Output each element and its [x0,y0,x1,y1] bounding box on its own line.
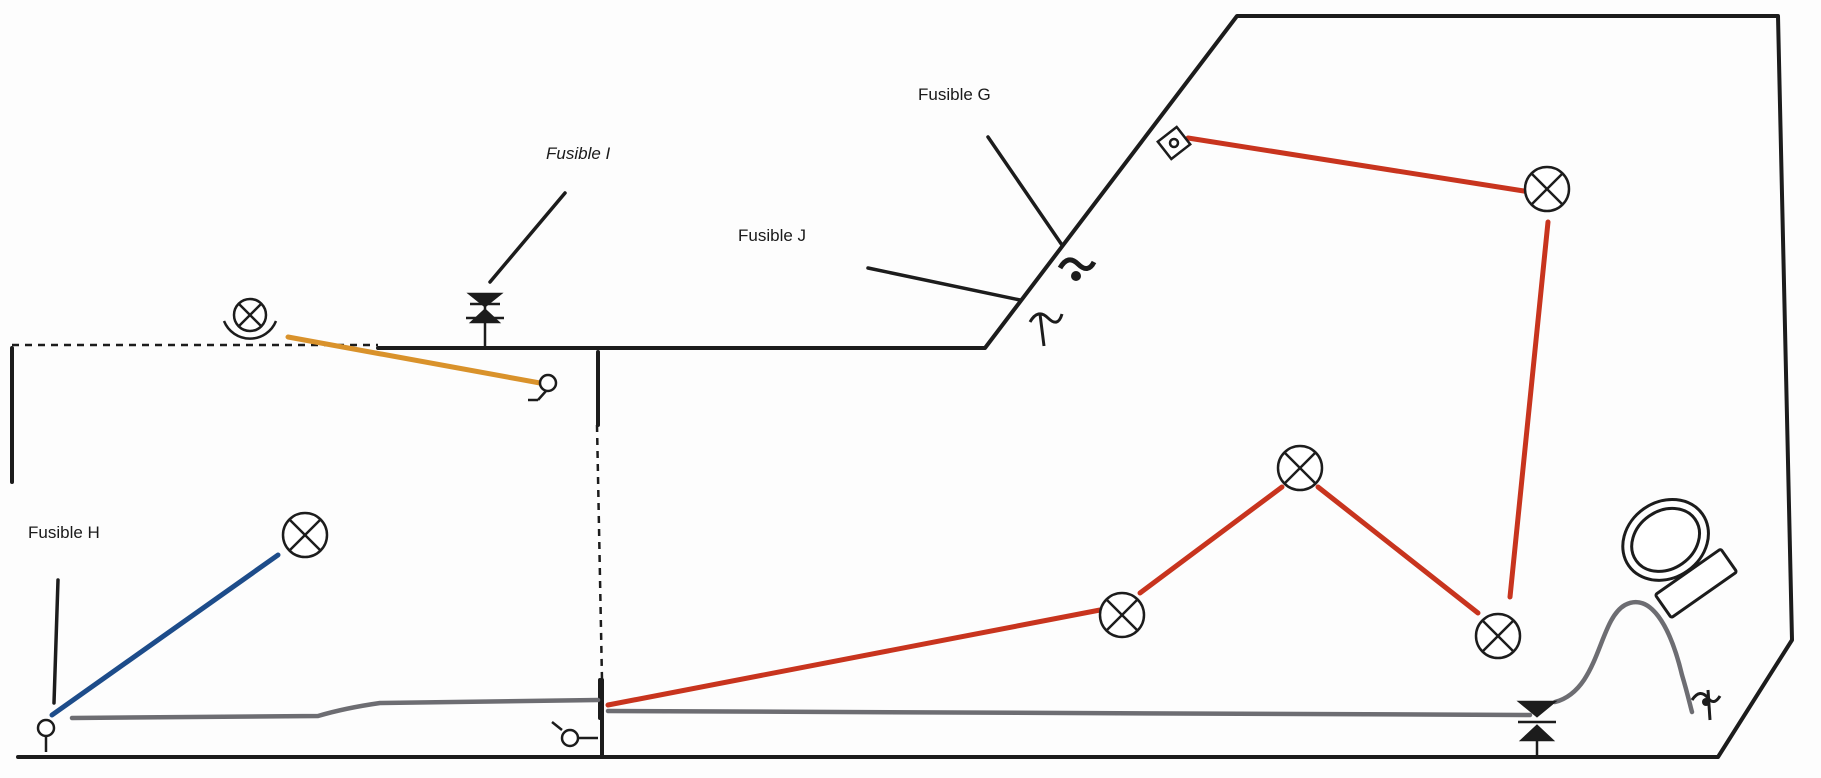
pointer-fusible-g [986,135,1064,247]
switch-orange-end [528,373,558,402]
outlet-fusible-g-top [1156,125,1192,161]
switch-inner-wall [551,721,598,748]
dashed-boundaries [12,343,604,681]
fusible-g-label: Fusible G [918,85,991,104]
outlet-right-bottom [1690,689,1722,721]
lamp-middle-left [1098,591,1146,639]
dashed-inner-wall [595,424,604,681]
pointer-fusible-i [488,191,567,284]
grey-wire-curve [1552,600,1695,715]
fusible-j-label: Fusible J [738,226,807,245]
fuse-j-symbol [1028,312,1064,347]
fuse-pointers [52,135,1064,705]
grey-wire-left [69,697,601,721]
lamp-top-left-wall [222,297,278,340]
pointer-fusible-j [866,266,1022,302]
red-wire-1 [605,607,1103,708]
fusible-i-label: Fusible I [546,144,611,163]
red-wire-3 [1315,484,1481,616]
pointer-fusible-h [52,578,60,705]
fuse-g-symbol [1057,257,1097,281]
blue-wire [49,552,281,718]
lamp-middle-peak [1276,444,1324,492]
lamp-left [281,511,329,559]
fusible-h-label: Fusible H [28,523,100,542]
orange-wire [285,334,543,386]
grey-circuit [69,600,1695,721]
lamp-lower-right [1474,612,1522,660]
outlet-bottom-right [1516,700,1558,757]
red-wire-2 [1137,484,1285,596]
switch-blue-start [36,718,56,752]
outlet-fusible-i [466,292,504,348]
outline-main [16,14,1794,759]
grey-wire-bottom [605,708,1533,718]
lamps [222,165,1571,660]
red-circuit [605,135,1551,708]
red-wire-4 [1507,219,1551,600]
red-wire-5 [1185,135,1533,195]
toilet-fixture [1621,497,1738,619]
lamp-top-right [1523,165,1571,213]
